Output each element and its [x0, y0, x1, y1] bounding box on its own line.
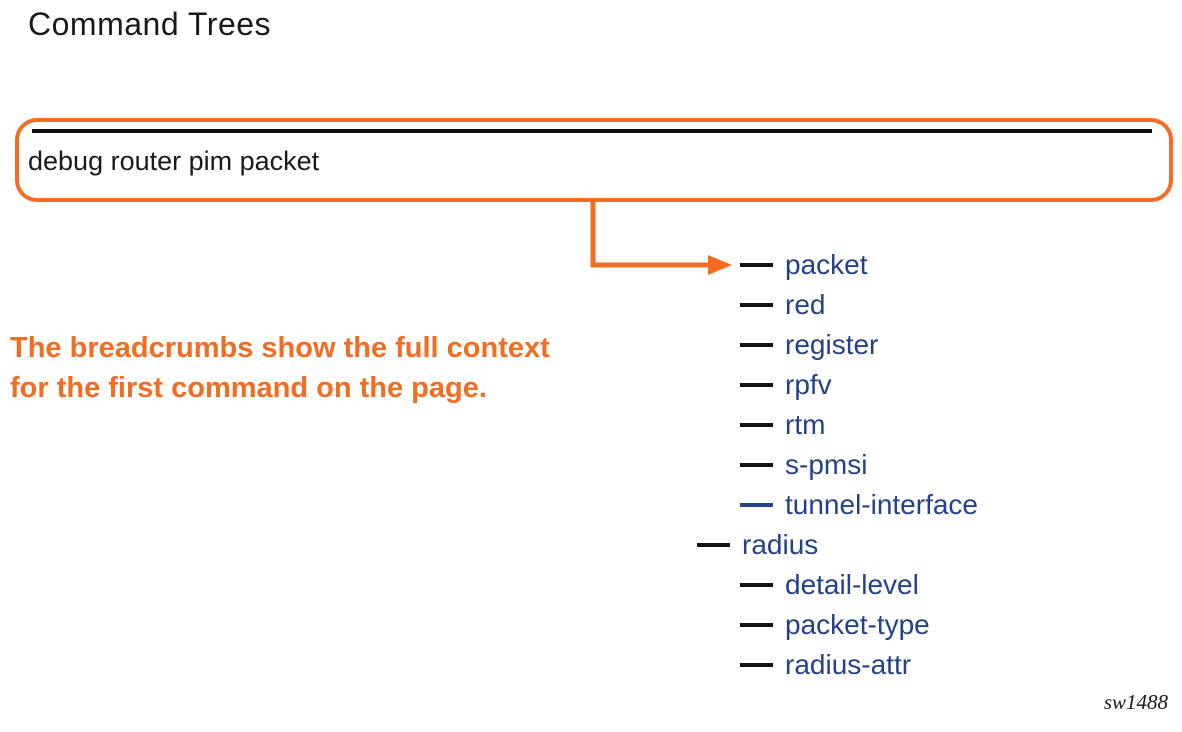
page-title: Command Trees	[28, 6, 272, 42]
tree-dash-icon	[740, 463, 773, 467]
figure-id: sw1488	[1103, 690, 1168, 714]
command-tree: packet red register rpfv rtm s-pmsi tunnel-int…	[697, 245, 978, 685]
annotation-text: The breadcrumbs show the full context fo…	[10, 328, 550, 408]
tree-dash-icon	[740, 583, 773, 587]
tree-item-label: packet-type	[785, 609, 930, 640]
tree-dash-icon	[740, 623, 773, 627]
tree-dash-icon	[740, 303, 773, 307]
tree-dash-icon	[697, 543, 730, 547]
tree-item-label: rpfv	[785, 369, 832, 400]
tree-item-packet: packet	[697, 245, 978, 285]
tree-item-radius: radius	[697, 525, 978, 565]
tree-item-rpfv: rpfv	[697, 365, 978, 405]
tree-item-label: packet	[785, 249, 868, 280]
pointer-arrow-icon	[590, 200, 732, 275]
annotation-line-1: The breadcrumbs show the full context	[10, 332, 550, 364]
breadcrumb-rule	[32, 129, 1152, 133]
tree-item-packet-type: packet-type	[697, 605, 978, 645]
tree-dash-icon	[740, 423, 773, 427]
tree-dash-icon	[740, 343, 773, 347]
tree-item-label: radius	[742, 529, 819, 560]
tree-dash-icon	[740, 503, 773, 507]
tree-dash-icon	[740, 663, 773, 667]
tree-item-radius-attr: radius-attr	[697, 645, 978, 685]
breadcrumb-command: debug router pim packet	[28, 146, 320, 176]
tree-item-label: register	[785, 329, 879, 360]
tree-item-tunnel-interface: tunnel-interface	[697, 485, 978, 525]
tree-item-detail-level: detail-level	[697, 565, 978, 605]
annotation-line-2: for the first command on the page.	[10, 372, 487, 404]
tree-item-register: register	[697, 325, 978, 365]
tree-dash-icon	[740, 383, 773, 387]
tree-item-label: red	[785, 289, 826, 320]
tree-item-rtm: rtm	[697, 405, 978, 445]
tree-item-s-pmsi: s-pmsi	[697, 445, 978, 485]
tree-dash-icon	[740, 263, 773, 267]
tree-item-label: tunnel-interface	[785, 489, 979, 520]
tree-item-label: detail-level	[785, 569, 919, 600]
tree-item-label: radius-attr	[785, 649, 912, 680]
tree-item-label: s-pmsi	[785, 449, 868, 480]
tree-item-label: rtm	[785, 409, 826, 440]
tree-item-red: red	[697, 285, 978, 325]
